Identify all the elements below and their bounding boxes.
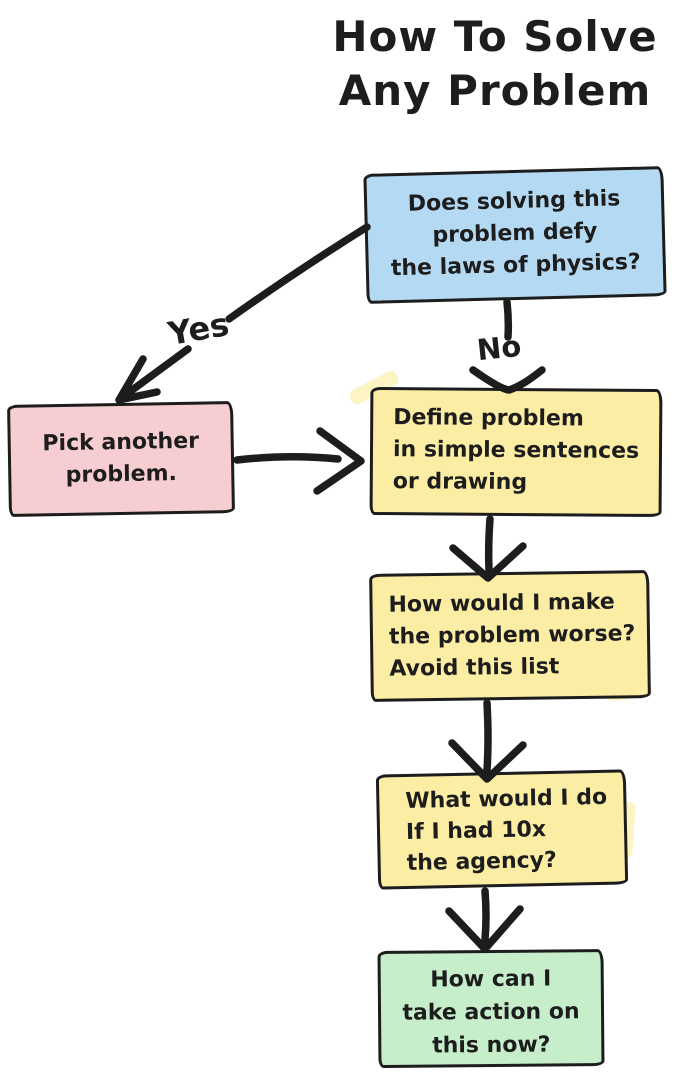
retry-arrow xyxy=(233,427,365,495)
node-text-line: in simple sentences xyxy=(392,437,640,464)
page-title-line-1: How To Solve xyxy=(332,12,658,61)
node-take-action: How can I take action on this now? xyxy=(377,949,605,1068)
node-text-line: take action on xyxy=(402,999,580,1026)
yes-label: Yes xyxy=(165,304,232,354)
node-text-line: How can I xyxy=(430,966,552,993)
node-text-line: Pick another xyxy=(42,428,200,457)
node-text-line: the problem worse? xyxy=(388,621,636,650)
node-text-line: problem. xyxy=(65,461,178,488)
node-make-problem-worse: How would I make the problem worse? Avoi… xyxy=(369,570,651,702)
yes-arrow xyxy=(115,223,371,404)
node-ten-x-agency: What would I do If I had 10x the agency? xyxy=(375,769,629,890)
worse-to-tenx-arrow xyxy=(448,699,527,783)
node-text-line: If I had 10x xyxy=(405,817,547,846)
node-text-line: How would I make xyxy=(388,589,615,618)
page-title: How To Solve Any Problem xyxy=(290,10,676,118)
no-label: No xyxy=(475,328,523,368)
node-text-line: the agency? xyxy=(406,847,558,877)
page-title-line-2: Any Problem xyxy=(338,66,652,115)
node-text-line: Avoid this list xyxy=(389,654,560,682)
node-physics-question: Does solving this problem defy the laws … xyxy=(363,166,667,304)
node-text-line: the laws of physics? xyxy=(390,249,642,282)
tenx-to-action-arrow xyxy=(445,887,524,953)
node-text-line: Define problem xyxy=(393,405,584,432)
node-text-line: What would I do xyxy=(405,784,608,815)
define-to-worse-arrow xyxy=(449,515,527,582)
node-pick-another-problem: Pick another problem. xyxy=(7,401,235,517)
node-text-line: this now? xyxy=(432,1032,551,1059)
node-text-line: or drawing xyxy=(392,469,528,496)
node-define-problem: Define problem in simple sentences or dr… xyxy=(369,386,663,518)
